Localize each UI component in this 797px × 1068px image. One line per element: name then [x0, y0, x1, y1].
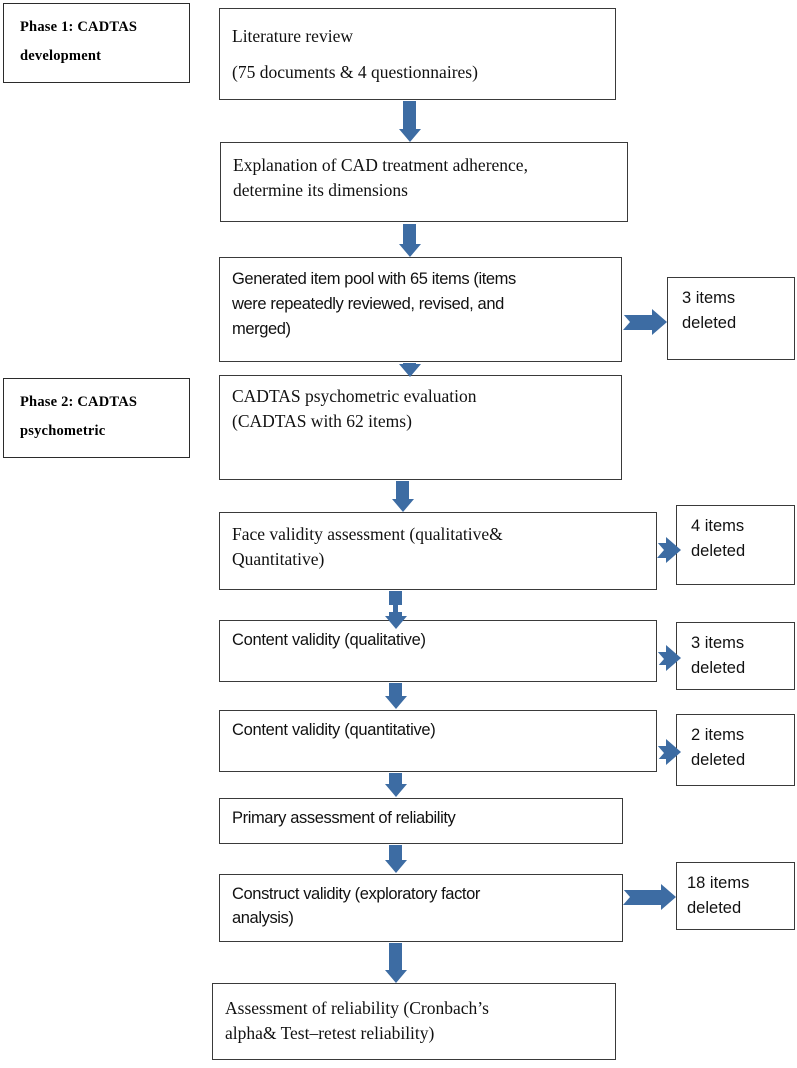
assessment-reliability-line-1: Assessment of reliability (Cronbach’s [225, 998, 489, 1018]
process-box-generated-item-pool: Generated item pool with 65 items (items… [219, 257, 622, 362]
phase-2-line-1: Phase 2: CADTAS [20, 394, 138, 410]
process-box-content-validity-qualitative: Content validity (qualitative) [219, 620, 657, 682]
deleted-box-3-items-b: 3 items deleted [676, 622, 795, 690]
deleted-box-2-items: 2 items deleted [676, 714, 795, 786]
process-box-content-validity-quantitative: Content validity (quantitative) [219, 710, 657, 772]
construct-validity-line-2: analysis) [232, 908, 294, 927]
process-box-primary-reliability: Primary assessment of reliability [219, 798, 623, 844]
phase-1-line-2: development [20, 48, 102, 64]
deleted-box-3-items-a: 3 items deleted [667, 277, 795, 360]
deleted-3a-count: 3 items [682, 289, 736, 307]
content-validity-qual-line-1: Content validity (qualitative) [232, 631, 426, 649]
face-validity-line-1: Face validity assessment (qualitative& [232, 524, 503, 544]
deleted-4-count: 4 items [691, 517, 745, 535]
primary-reliability-line-1: Primary assessment of reliability [232, 809, 456, 827]
deleted-3b-count: 3 items [691, 634, 745, 652]
deleted-3a-action: deleted [682, 313, 737, 332]
assessment-reliability-line-2: alpha& Test–retest reliability) [225, 1023, 435, 1044]
explanation-cad-line-2: determine its dimensions [233, 180, 408, 201]
process-box-literature-review: Literature review (75 documents & 4 ques… [219, 8, 616, 100]
generated-item-pool-line-1: Generated item pool with 65 items (items [232, 270, 516, 288]
face-validity-line-2: Quantitative) [232, 549, 325, 570]
phase-1-line-1: Phase 1: CADTAS [20, 19, 138, 35]
process-box-assessment-reliability: Assessment of reliability (Cronbach’s al… [212, 983, 616, 1060]
cadtas-eval-line-1: CADTAS psychometric evaluation [232, 386, 477, 406]
deleted-2-action: deleted [691, 750, 746, 769]
deleted-box-4-items: 4 items deleted [676, 505, 795, 585]
process-box-face-validity: Face validity assessment (qualitative& Q… [219, 512, 657, 590]
literature-review-line-1: Literature review [232, 26, 353, 46]
deleted-18-action: deleted [687, 898, 742, 917]
deleted-2-count: 2 items [691, 726, 745, 744]
literature-review-line-2: (75 documents & 4 questionnaires) [232, 61, 478, 82]
process-box-construct-validity: Construct validity (exploratory factor a… [219, 874, 623, 942]
deleted-box-18-items: 18 items deleted [676, 862, 795, 930]
deleted-18-count: 18 items [687, 874, 750, 892]
explanation-cad-line-1: Explanation of CAD treatment adherence, [233, 155, 528, 175]
cadtas-eval-line-2: (CADTAS with 62 items) [232, 411, 412, 432]
generated-item-pool-line-3: merged) [232, 319, 291, 338]
deleted-3b-action: deleted [691, 658, 746, 677]
deleted-4-action: deleted [691, 541, 746, 560]
process-box-explanation-cad: Explanation of CAD treatment adherence, … [220, 142, 628, 222]
construct-validity-line-1: Construct validity (exploratory factor [232, 885, 480, 903]
generated-item-pool-line-2: were repeatedly reviewed, revised, and [232, 294, 504, 313]
phase-2-line-2: psychometric [20, 423, 106, 439]
phase-label-box-1: Phase 1: CADTAS development [3, 3, 190, 83]
content-validity-quant-line-1: Content validity (quantitative) [232, 721, 436, 739]
process-box-cadtas-psychometric-evaluation: CADTAS psychometric evaluation (CADTAS w… [219, 375, 622, 480]
phase-label-box-2: Phase 2: CADTAS psychometric [3, 378, 190, 458]
